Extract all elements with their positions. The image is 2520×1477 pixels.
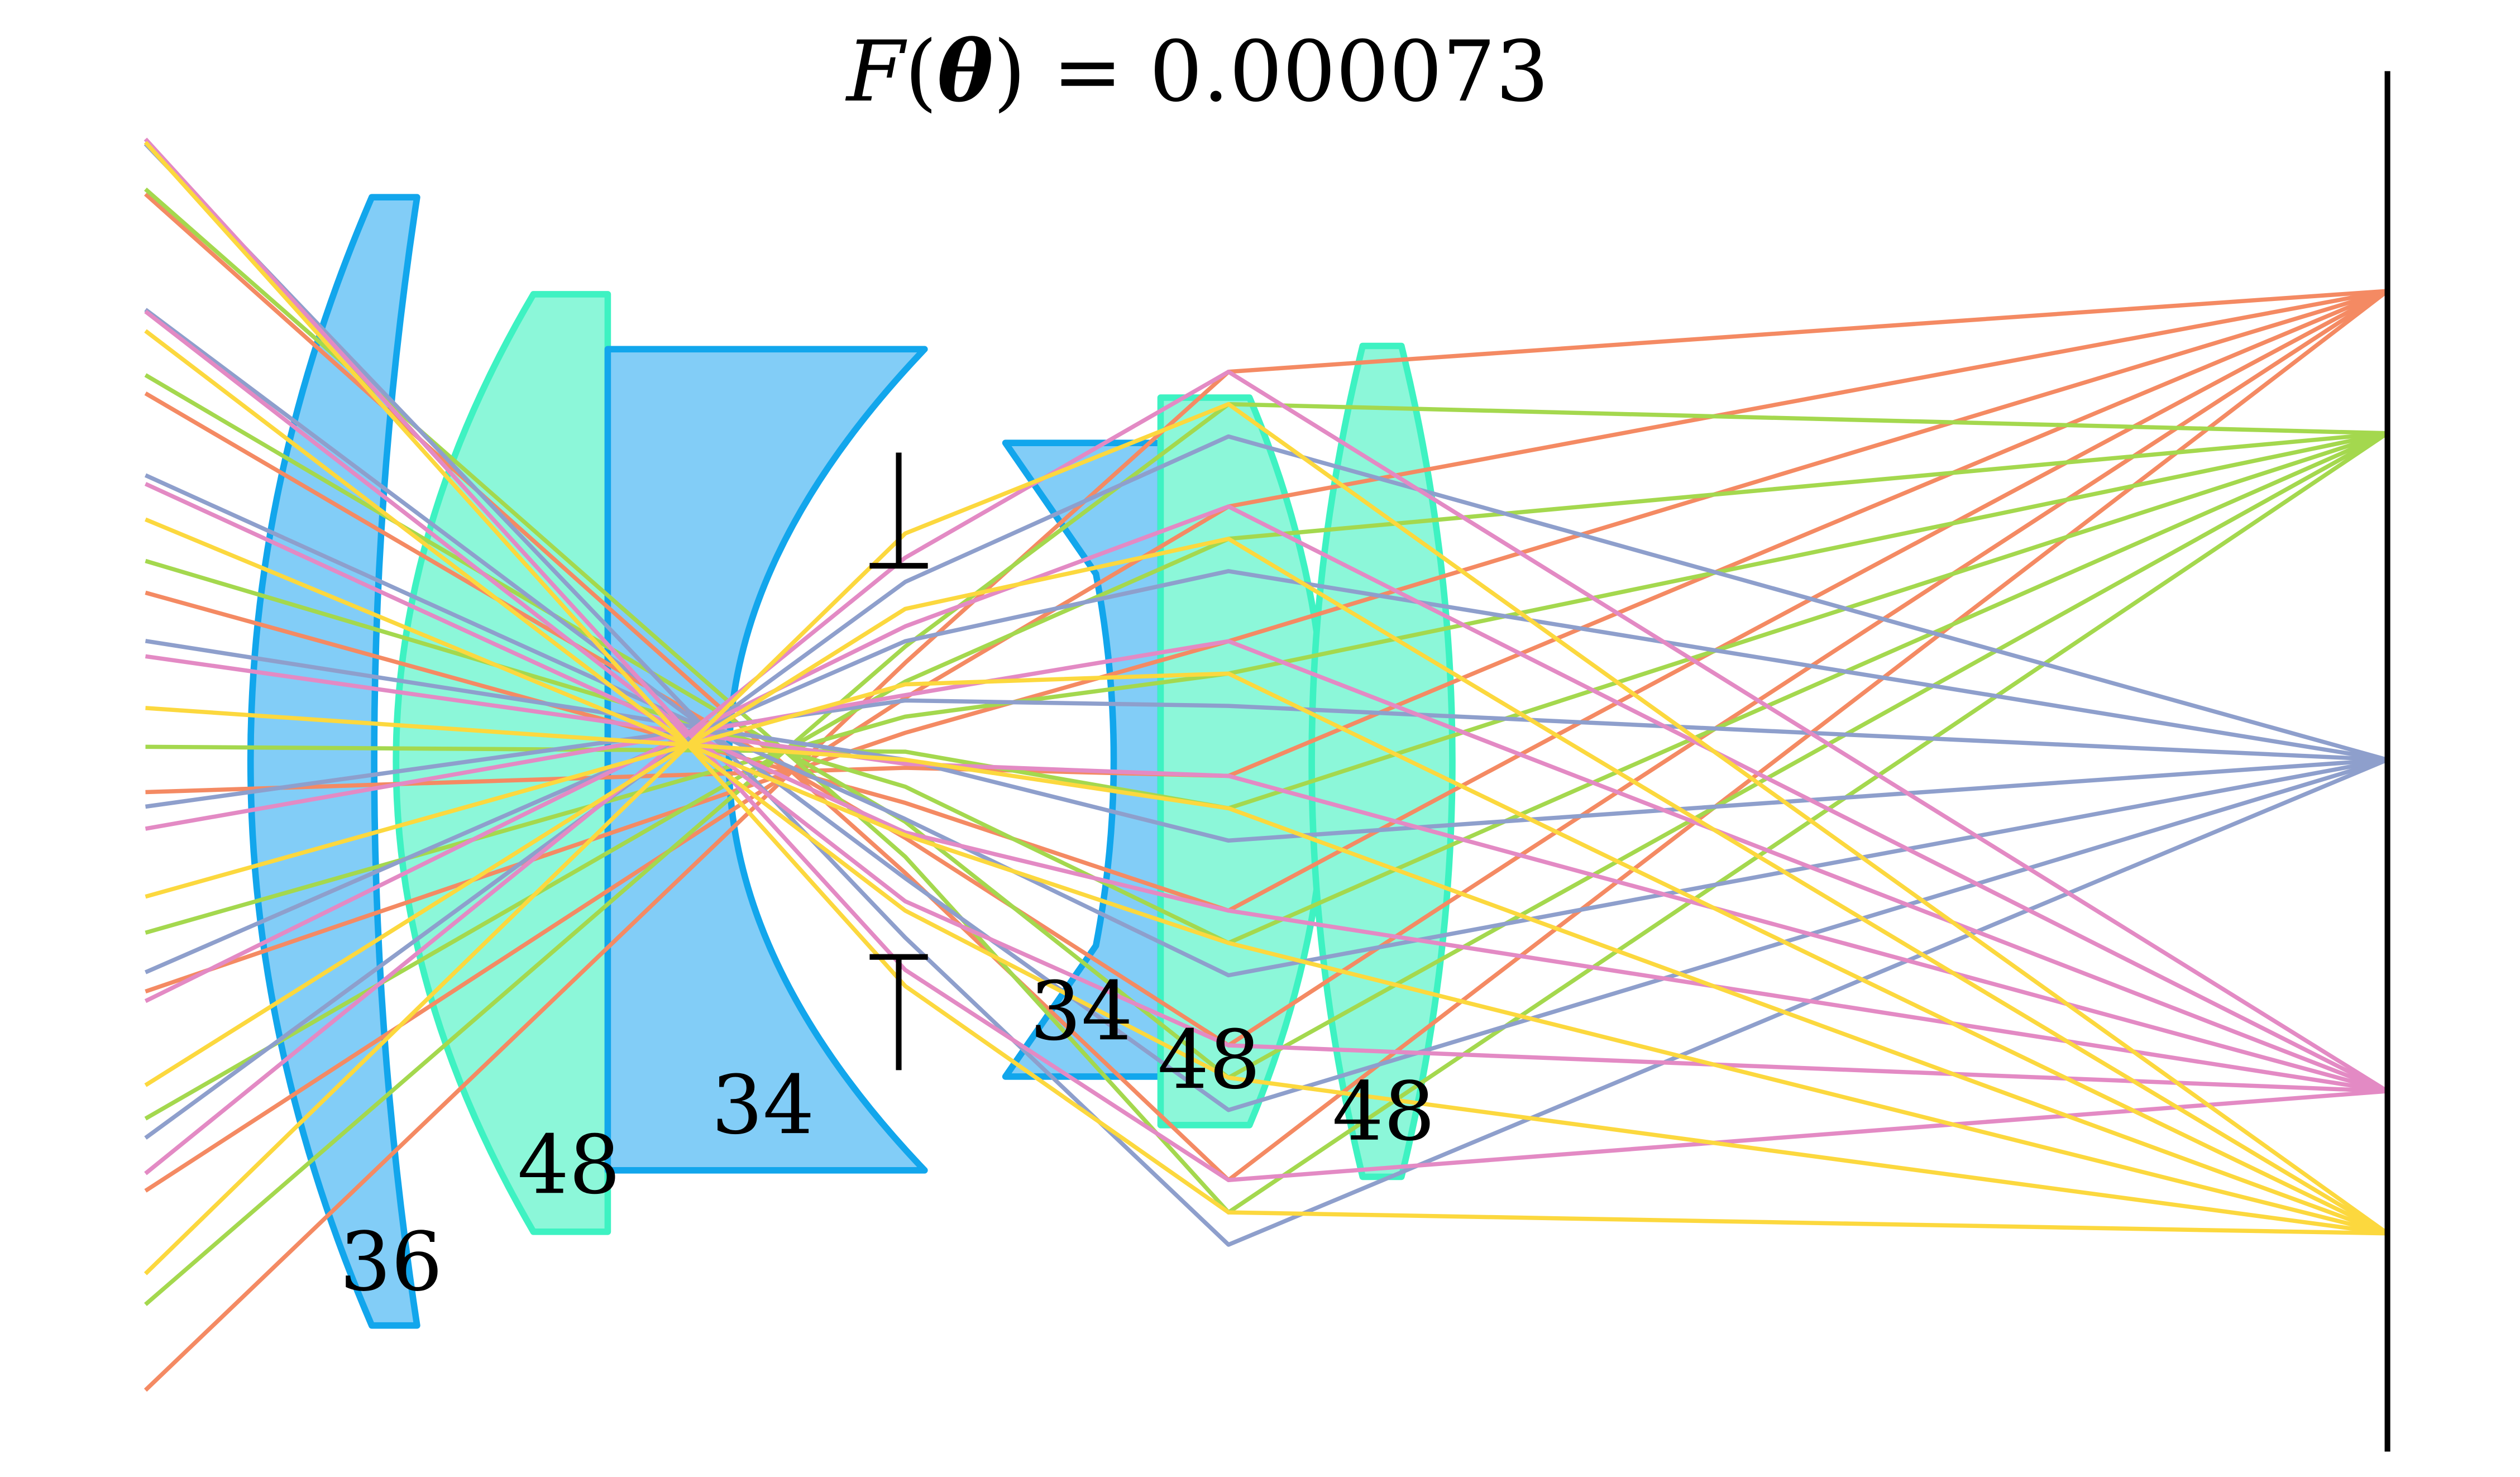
ray xyxy=(144,309,2388,1093)
ray xyxy=(145,517,2388,1236)
ray xyxy=(144,482,2388,1093)
lens-elements xyxy=(247,194,1456,1329)
ray-bundle-1 xyxy=(144,192,2389,1392)
lens-4 xyxy=(1002,439,1164,1080)
title-equals: = xyxy=(1026,23,1150,121)
lens-1-material-label: 36 xyxy=(339,1215,443,1309)
ray xyxy=(145,569,2388,974)
ray xyxy=(144,434,2388,1140)
ray-bundles xyxy=(144,137,2389,1392)
figure-title: F(θ) = 0.000073 xyxy=(0,22,2395,121)
ray xyxy=(145,706,2388,1236)
ray-bundle-4 xyxy=(144,137,2389,1182)
lens-6-material-label: 48 xyxy=(1332,1065,1436,1159)
stop-and-sensor xyxy=(869,71,2390,1452)
ray xyxy=(145,431,2388,935)
lens-3 xyxy=(604,346,928,1174)
ray xyxy=(145,289,2389,913)
ray xyxy=(145,671,2389,1236)
ray xyxy=(144,401,2388,1306)
ray xyxy=(145,654,2388,1093)
material-labels: 36 48 34 34 48 48 xyxy=(339,964,1435,1309)
ray xyxy=(144,137,2388,1182)
lens-5-material-label: 48 xyxy=(1158,1013,1261,1107)
ray xyxy=(144,329,2388,1236)
ray xyxy=(144,401,2389,1275)
title-parameter: θ xyxy=(937,22,993,121)
ray xyxy=(144,504,2389,1093)
ray xyxy=(144,141,2388,1236)
ray xyxy=(145,431,2389,945)
lens-4-material-label: 34 xyxy=(1030,964,1133,1059)
ray xyxy=(144,289,2389,1048)
ray xyxy=(144,373,2389,1080)
lens-2-material-label: 48 xyxy=(518,1118,621,1212)
ray xyxy=(145,639,2388,1093)
ray xyxy=(144,289,2388,1193)
ray xyxy=(144,289,2388,1392)
ray xyxy=(144,192,2389,1182)
ray xyxy=(144,370,2389,1175)
title-paren-close: ) xyxy=(993,23,1026,121)
ray xyxy=(144,537,2389,1235)
lens-3-material-label: 34 xyxy=(711,1058,815,1153)
ray xyxy=(144,431,2388,1121)
title-function: F xyxy=(847,23,905,121)
ray xyxy=(145,431,2388,811)
title-paren-open: ( xyxy=(905,23,938,121)
title-value: 0.000073 xyxy=(1149,23,1549,121)
ray xyxy=(144,187,2389,1215)
ray-bundle-5 xyxy=(144,141,2389,1275)
ray-bundle-2 xyxy=(144,187,2389,1306)
